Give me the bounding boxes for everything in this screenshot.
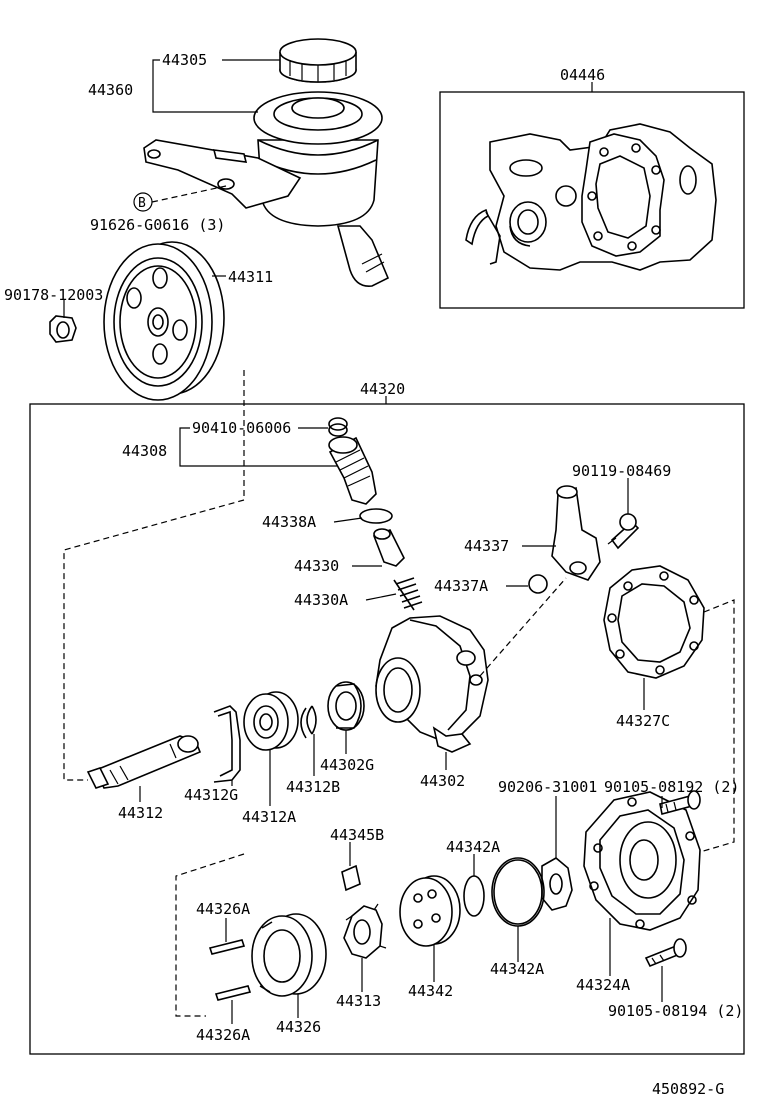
- label-44311: 44311: [228, 268, 273, 286]
- diagram-id: 450892-G: [652, 1080, 724, 1098]
- label-44313: 44313: [336, 992, 381, 1010]
- gasket-kit-parts: [465, 123, 717, 271]
- label-44305: 44305: [162, 51, 207, 69]
- leader-lines: [63, 59, 735, 1024]
- label-44302: 44302: [420, 772, 465, 790]
- b-marker-letter: B: [138, 196, 146, 211]
- part-labels: 44305 44360 04446 B 91626-G0616 (3) 9017…: [4, 51, 743, 1098]
- label-44337: 44337: [464, 537, 509, 555]
- o-ring-44338a: [359, 508, 393, 524]
- pulley: [103, 241, 225, 401]
- pump-assembly-box: [29, 403, 745, 1055]
- vane-44345b: [341, 864, 361, 892]
- label-44302g: 44302G: [320, 756, 374, 774]
- union-fitting: [551, 485, 601, 581]
- label-44342: 44342: [408, 982, 453, 1000]
- label-44330: 44330: [294, 557, 339, 575]
- label-44342a-top: 44342A: [446, 838, 500, 856]
- label-44312: 44312: [118, 804, 163, 822]
- label-90105-08194: 90105-08194 (2): [608, 1002, 743, 1020]
- label-04446: 04446: [560, 66, 605, 84]
- label-44337a: 44337A: [434, 577, 488, 595]
- label-44342a-bottom: 44342A: [490, 960, 544, 978]
- o-ring-44337a: [528, 574, 548, 594]
- gasket-44327c: [603, 565, 705, 679]
- label-44338a: 44338A: [262, 513, 316, 531]
- label-44326a-bottom: 44326A: [196, 1026, 250, 1044]
- o-ring-44342a-large: [491, 857, 545, 927]
- shaft-44312: [86, 735, 202, 789]
- reservoir-cap: [279, 38, 357, 83]
- pin-44326a-bottom: [214, 985, 252, 1001]
- spring-44330a: [393, 577, 423, 611]
- label-91626: 91626-G0616 (3): [90, 216, 225, 234]
- o-ring-44342a-small: [463, 875, 485, 917]
- rotor-44313: [343, 903, 387, 959]
- pulley-nut: [49, 315, 77, 343]
- label-44360: 44360: [88, 81, 133, 99]
- plate-90206: [541, 857, 573, 911]
- flow-control-valve-44330: [372, 528, 405, 567]
- label-44330a: 44330A: [294, 591, 348, 609]
- snap-ring-44312b: [300, 705, 317, 739]
- label-90410: 90410-06006: [192, 419, 291, 437]
- label-44345b: 44345B: [330, 826, 384, 844]
- oil-seal-44302g: [327, 681, 365, 731]
- label-90206: 90206-31001: [498, 778, 597, 796]
- ring-44326: [251, 913, 327, 997]
- label-44312b: 44312B: [286, 778, 340, 796]
- label-44312g: 44312G: [184, 786, 238, 804]
- label-44308: 44308: [122, 442, 167, 460]
- label-90178: 90178-12003: [4, 286, 103, 304]
- bolt-90105-08192: [659, 790, 701, 815]
- label-44326a-top: 44326A: [196, 900, 250, 918]
- bolt-90119: [607, 513, 640, 550]
- label-90119: 90119-08469: [572, 462, 671, 480]
- label-44327c: 44327C: [616, 712, 670, 730]
- reservoir-bracket: [143, 139, 302, 209]
- control-valve-plug: [328, 417, 348, 437]
- rear-housing-44324a: [583, 791, 701, 931]
- pump-housing: [375, 615, 489, 753]
- label-44312a: 44312A: [242, 808, 296, 826]
- control-valve: [328, 436, 377, 505]
- label-90105-08192: 90105-08192 (2): [604, 778, 739, 796]
- clip-44312g: [213, 705, 241, 783]
- bearing-44312a: [243, 691, 299, 751]
- label-44320: 44320: [360, 380, 405, 398]
- bolt-90105-08194: [644, 938, 687, 968]
- label-44326: 44326: [276, 1018, 321, 1036]
- pin-44326a-top: [208, 939, 246, 955]
- label-44324a: 44324A: [576, 976, 630, 994]
- b-marker-circle: [133, 192, 153, 212]
- reservoir-tank: [253, 91, 390, 287]
- cam-ring-44342: [399, 875, 461, 947]
